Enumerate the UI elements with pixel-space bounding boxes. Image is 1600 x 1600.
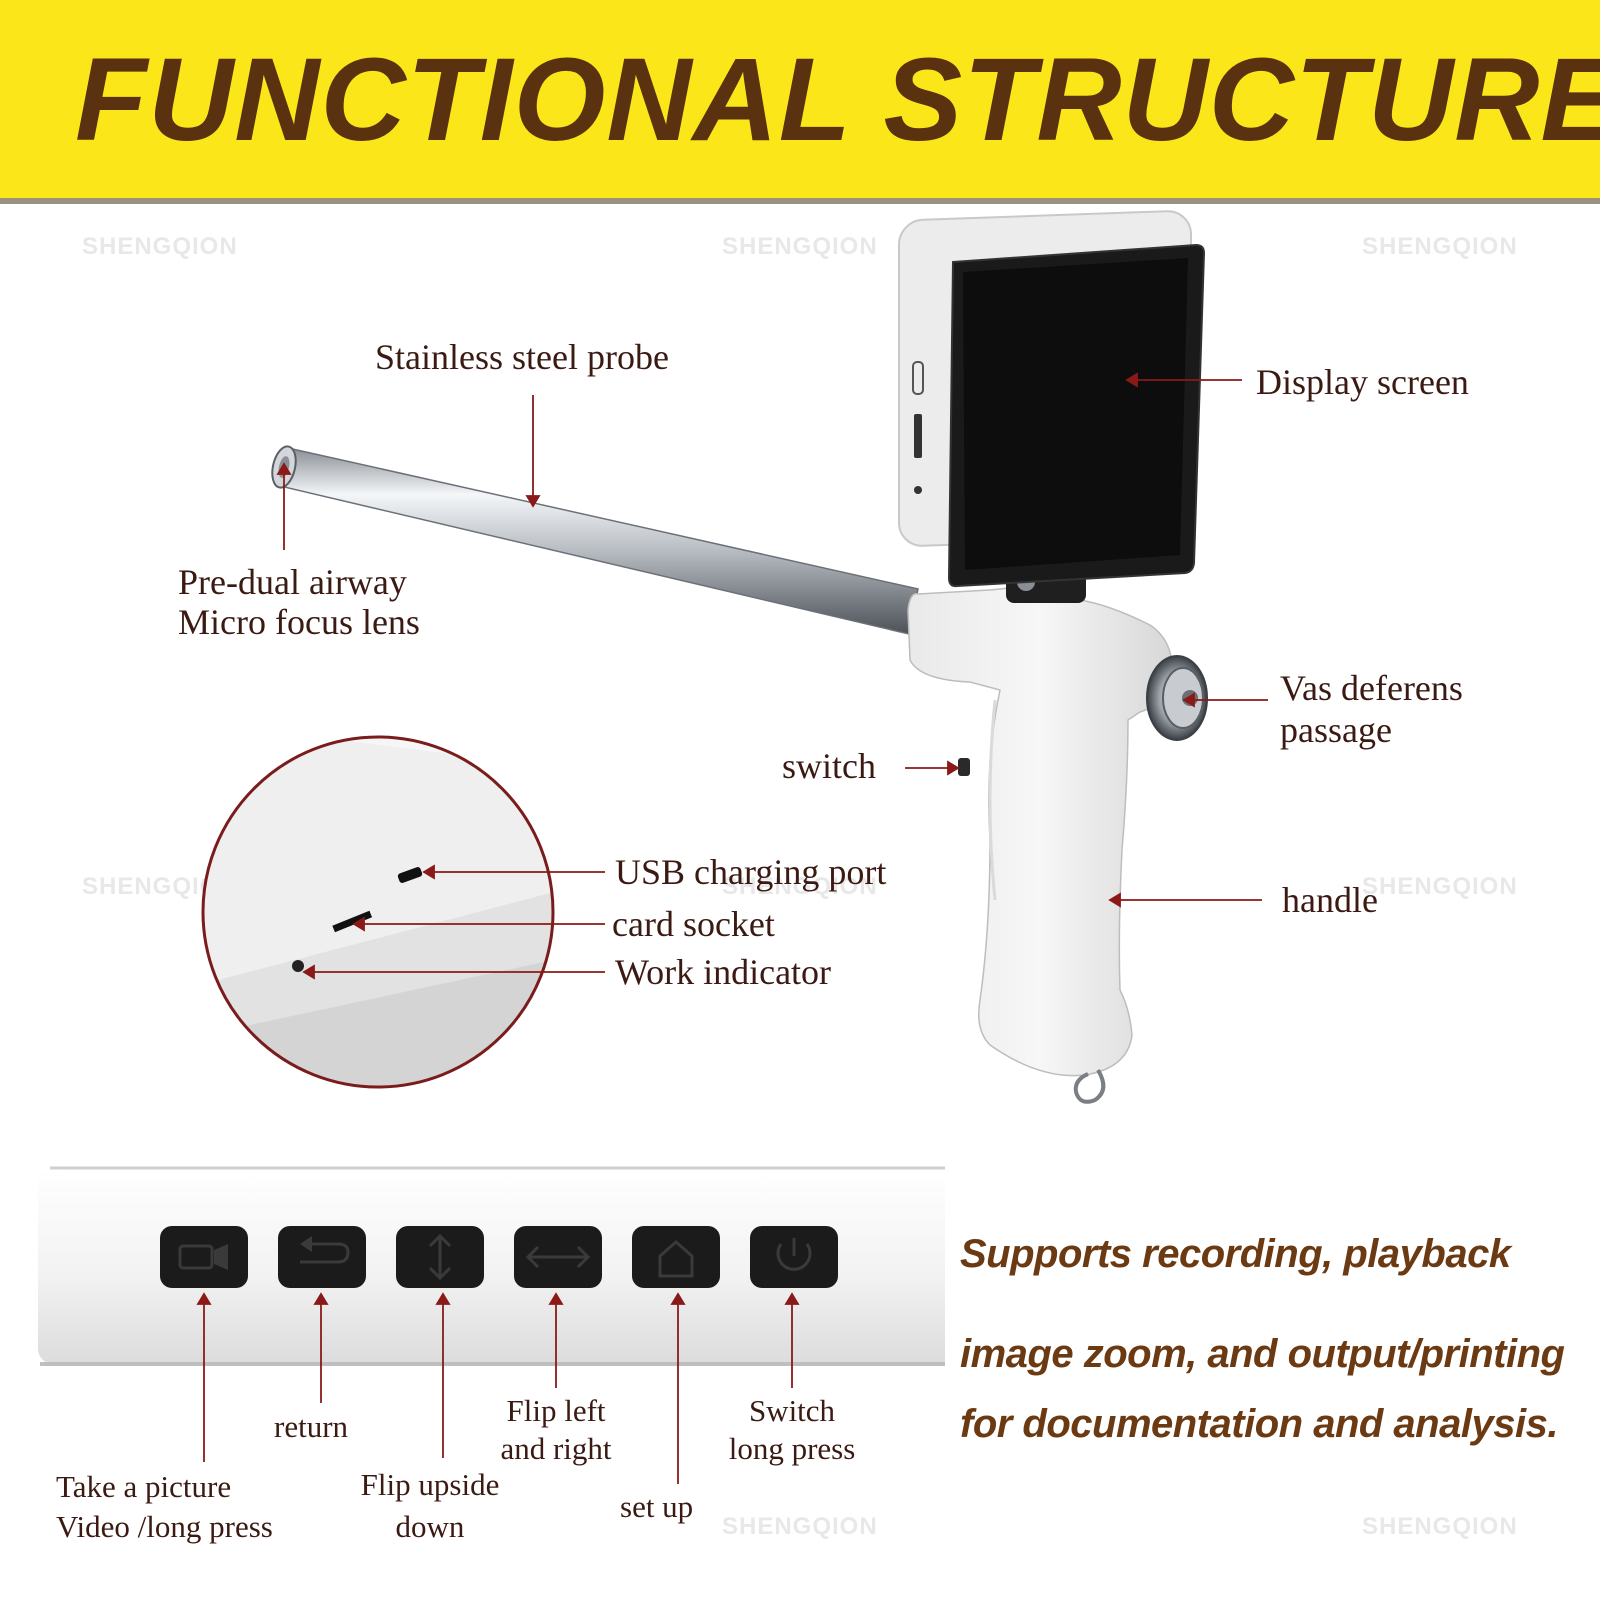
label-work-indicator: Work indicator	[615, 952, 832, 992]
indicator-light-icon	[914, 486, 922, 494]
label-lens-line1: Pre-dual airway	[178, 562, 407, 602]
usb-port-icon	[397, 867, 423, 883]
button-power	[750, 1226, 838, 1288]
label-usb-port: USB charging port	[615, 852, 887, 892]
label-flip-upside-line1: Flip upside	[360, 1467, 500, 1502]
button-return	[278, 1226, 366, 1288]
camera-icon	[178, 1244, 214, 1270]
button-camera	[160, 1226, 248, 1288]
switch-icon	[958, 758, 970, 776]
label-card-socket: card socket	[612, 904, 775, 944]
label-flip-lr-line2: and right	[500, 1431, 612, 1466]
button-flip-horizontal	[514, 1226, 602, 1288]
power-icon	[776, 1243, 812, 1271]
port-closeup	[201, 735, 555, 1089]
watermark: SHENGQION	[1362, 1513, 1518, 1540]
button-settings	[632, 1226, 720, 1288]
display-unit	[898, 210, 1206, 588]
label-lens-line2: Micro focus lens	[178, 602, 420, 642]
label-take-picture-line2: Video /long press	[56, 1509, 273, 1544]
watermark: SHENGQION	[82, 233, 238, 260]
button-panel	[38, 1166, 945, 1366]
indicator-light-icon	[292, 960, 304, 972]
label-steel-probe: Stainless steel probe	[375, 337, 669, 377]
description-line1: Supports recording, playback	[960, 1232, 1511, 1276]
title-banner: FUNCTIONAL STRUCTURE	[0, 0, 1600, 204]
device-handle	[907, 586, 1173, 1104]
watermark: SHENGQION	[722, 1513, 878, 1540]
label-display-screen: Display screen	[1256, 362, 1469, 402]
card-slot-icon	[914, 414, 922, 458]
watermark: SHENGQION	[722, 233, 878, 260]
usb-port-icon	[912, 361, 924, 395]
home-icon	[658, 1240, 694, 1278]
label-flip-lr-line1: Flip left	[506, 1393, 606, 1428]
label-vas-line1: Vas deferens	[1280, 668, 1463, 708]
label-flip-upside-line2: down	[395, 1509, 465, 1544]
leader-lines	[196, 372, 1268, 1484]
label-handle: handle	[1282, 880, 1378, 920]
card-slot-icon	[332, 910, 373, 933]
label-take-picture-line1: Take a picture	[56, 1469, 232, 1504]
button-flip-vertical	[396, 1226, 484, 1288]
page-title: FUNCTIONAL STRUCTURE	[75, 34, 1600, 166]
return-icon	[300, 1242, 350, 1264]
label-switch: switch	[782, 746, 876, 786]
label-set-up: set up	[620, 1489, 694, 1524]
label-vas-line2: passage	[1280, 710, 1392, 750]
watermark: SHENGQION	[1362, 873, 1518, 900]
description-line2: image zoom, and output/printing	[960, 1332, 1565, 1376]
description-line3: for documentation and analysis.	[960, 1402, 1558, 1446]
vas-deferens-passage	[1146, 655, 1208, 741]
label-switch-line2: long press	[728, 1431, 856, 1466]
flip-vertical-icon	[428, 1233, 452, 1281]
watermark: SHENGQION	[722, 873, 878, 900]
label-return: return	[274, 1409, 349, 1444]
watermark: SHENGQION	[1362, 233, 1518, 260]
label-switch-line1: Switch	[748, 1393, 836, 1428]
flip-horizontal-icon	[525, 1245, 591, 1269]
